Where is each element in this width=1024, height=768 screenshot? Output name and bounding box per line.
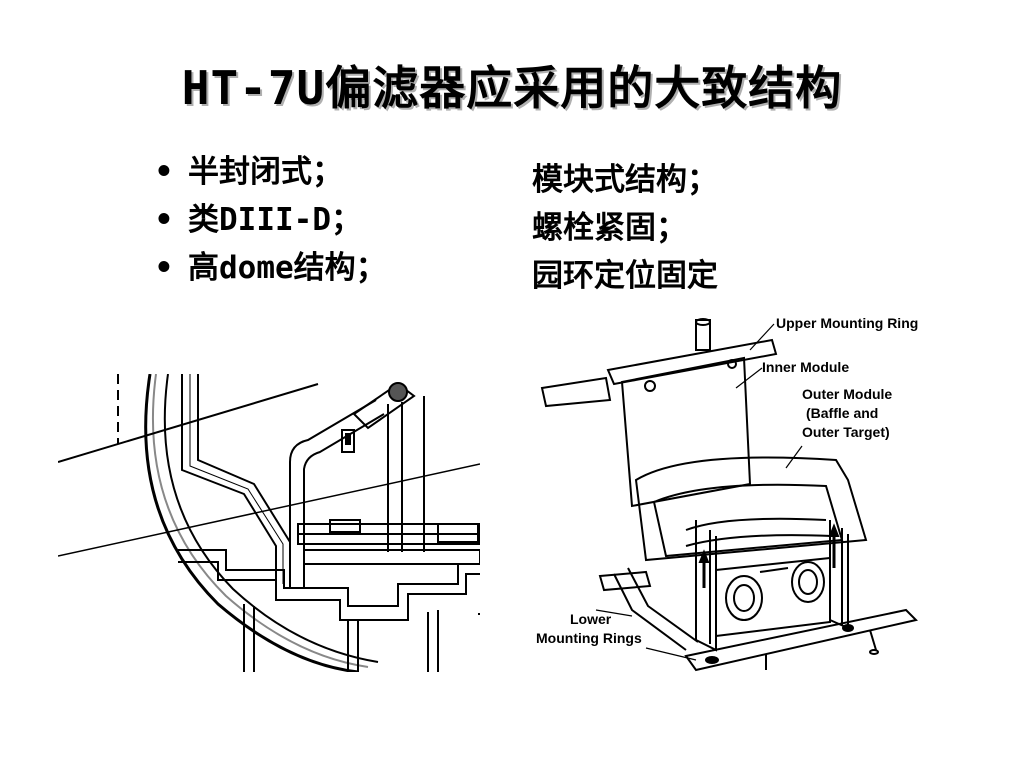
- bullet-item: 类DIII-D；: [150, 196, 390, 244]
- divertor-module-diagram: Upper Mounting Ring Inner Module Outer M…: [536, 310, 936, 688]
- bullet-item: 半封闭式；: [150, 148, 390, 196]
- slide-title: HT-7U偏滤器应采用的大致结构: [181, 61, 843, 115]
- feature-line: 园环定位固定: [532, 258, 718, 294]
- bullet-item: 高dome结构；: [150, 244, 390, 292]
- outer-module-label: (Baffle and: [806, 405, 878, 421]
- upper-mounting-ring-label: Upper Mounting Ring: [776, 315, 918, 331]
- feature-line: 模块式结构；: [532, 162, 718, 198]
- inner-module-label: Inner Module: [762, 359, 849, 375]
- lower-mounting-rings-label: Mounting Rings: [536, 630, 642, 646]
- bullet-list: 半封闭式； 类DIII-D； 高dome结构；: [150, 148, 390, 292]
- feature-line: 螺栓紧固；: [532, 210, 687, 246]
- outer-module-label: Outer Target): [802, 424, 890, 440]
- outer-module-label: Outer Module: [802, 386, 892, 402]
- feature-list: 模块式结构； 螺栓紧固； 园环定位固定: [532, 156, 718, 300]
- lower-mounting-rings-label: Lower: [570, 611, 612, 627]
- cross-section-drawing: [58, 374, 480, 672]
